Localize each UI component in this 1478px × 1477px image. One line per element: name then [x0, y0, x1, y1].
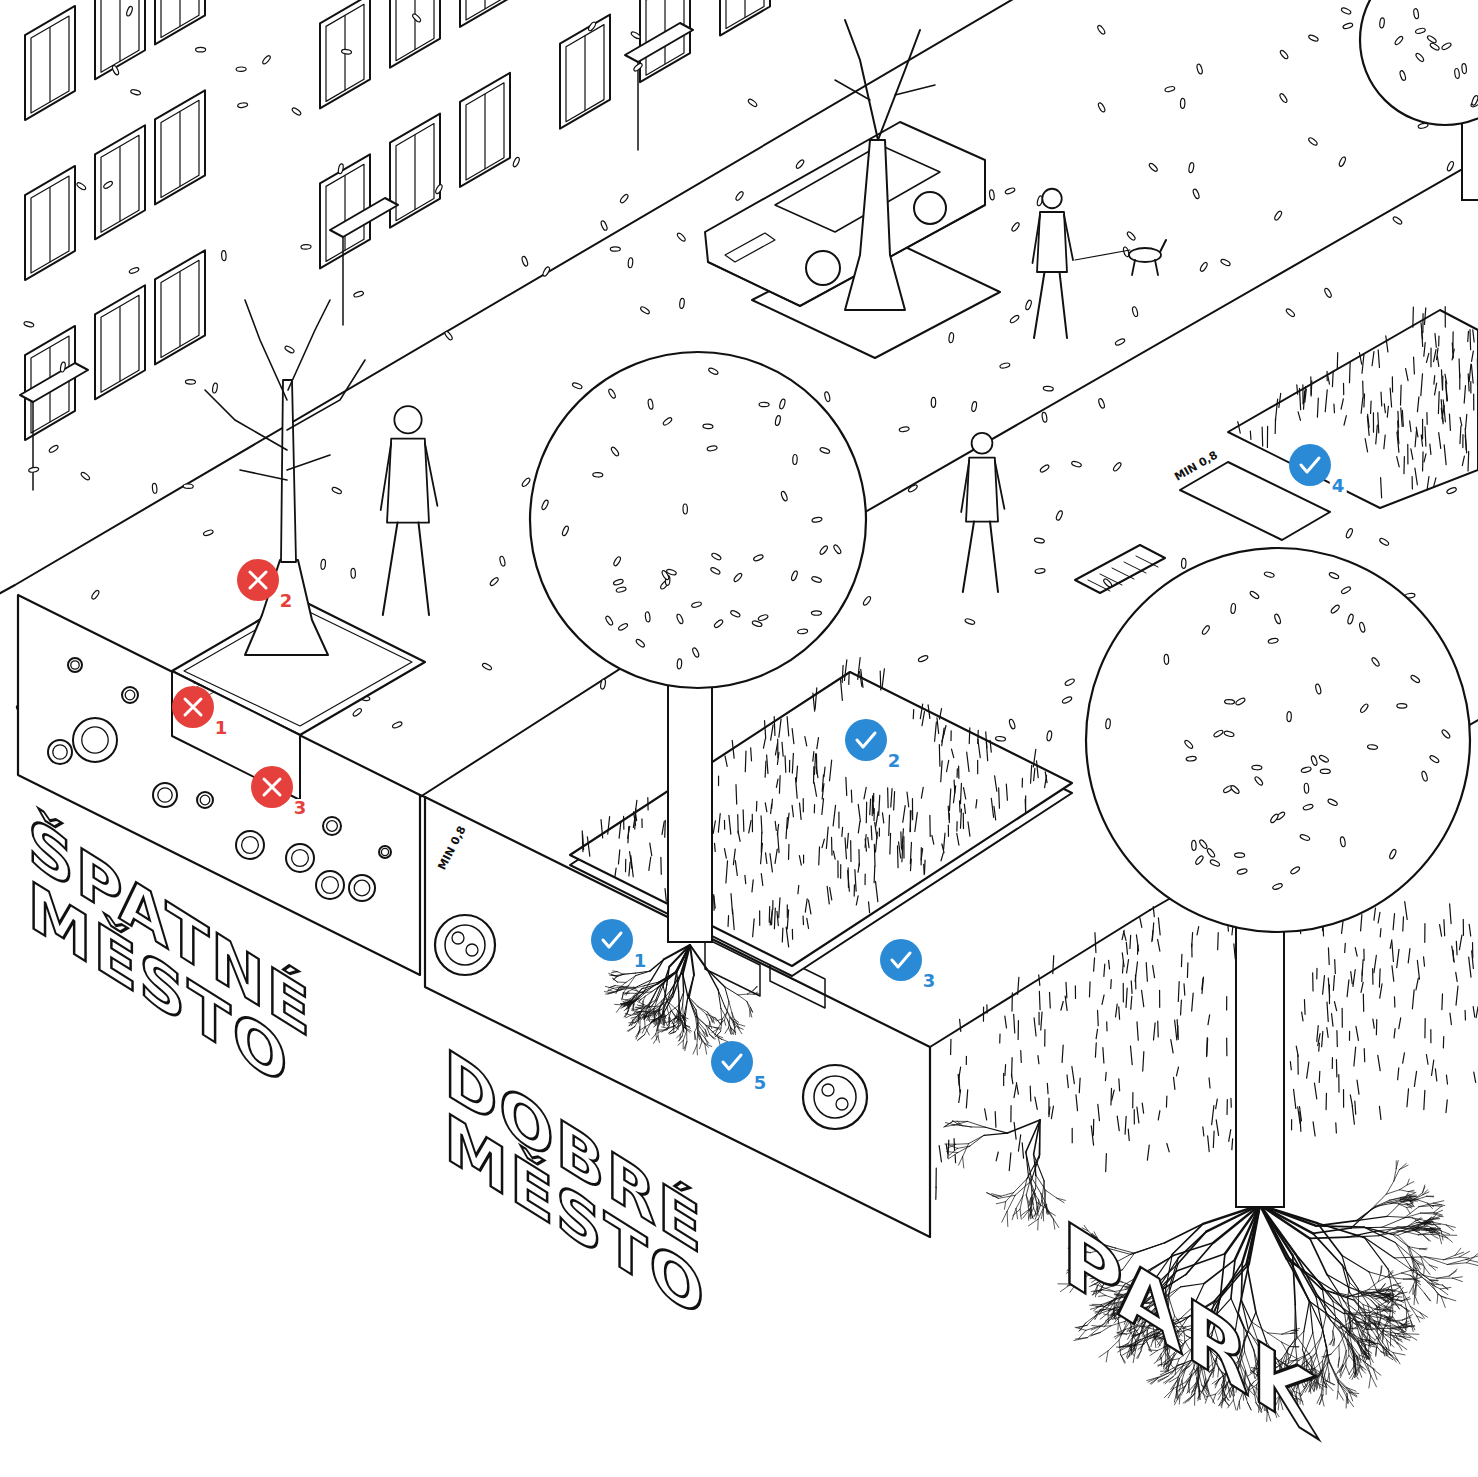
page: 21342135ŠPATNÉ MĚSTODOBRÉ MĚSTOPARKMIN 0…	[0, 0, 1478, 1477]
